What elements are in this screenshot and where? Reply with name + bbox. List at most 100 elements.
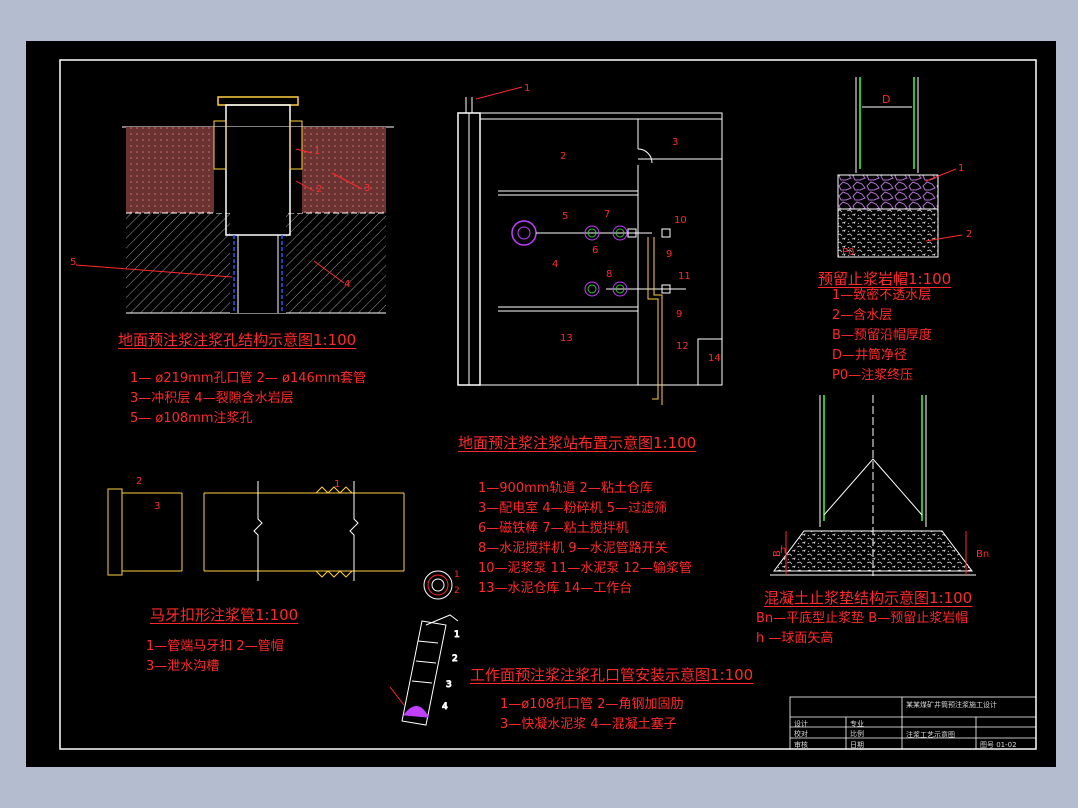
title-block-row-2: 校对 (794, 730, 808, 738)
pipe-ring-figure: 1 2 (423, 570, 460, 600)
title-block-project: 某某煤矿井筒预注浆施工设计 (906, 701, 997, 709)
legend-line: 6—磁铁棒 7—粘土搅拌机 (478, 521, 629, 536)
workface-pipe-figure: 1 2 3 4 (389, 614, 460, 726)
aquifer-2 (837, 208, 939, 258)
callout-station-13: 13 (560, 333, 573, 344)
legend-line: Bn—平底型止浆垫 B—预留止浆岩帽 (756, 611, 969, 626)
title-block (789, 696, 1037, 750)
callout-workface-4: 4 (442, 702, 448, 712)
legend-line: 3—冲积层 4—裂隙含水岩层 (130, 391, 294, 406)
toothed-pipe-figure (107, 481, 405, 581)
callout-station-9b: 9 (676, 309, 682, 320)
legend-line: 1—致密不透水层 (832, 288, 932, 303)
crusher-4 (511, 220, 537, 246)
legend-line: 3—快凝水泥浆 4—混凝土塞子 (500, 717, 677, 732)
legend-line: 8—水泥搅拌机 9—水泥管路开关 (478, 541, 668, 556)
callout-station-14: 14 (708, 353, 721, 364)
callout-workface-3: 3 (446, 680, 452, 690)
legend-line: 1—ø108孔口管 2—角钢加固肋 (500, 697, 684, 712)
station-layout-figure (457, 86, 723, 405)
legend-surface-hole: 1— ø219mm孔口管 2— ø146mm套管 3—冲积层 4—裂隙含水岩层 … (130, 369, 366, 429)
callout-station-3: 3 (672, 137, 678, 148)
clay-mixer-7 (584, 225, 600, 241)
callout-station-2: 2 (560, 151, 566, 162)
title-workface: 工作面预注浆注浆孔口管安装示意图1:100 (470, 666, 754, 684)
legend-line: 2—含水层 (832, 308, 893, 323)
callout-pipe-2: 2 (136, 476, 142, 487)
grout-pipe-12 (647, 237, 659, 400)
casing-146 (213, 120, 227, 170)
title-block-col-2: 比例 (850, 730, 864, 738)
concrete-pad-figure: B h Bn (770, 395, 989, 576)
title-block-row-1: 设计 (794, 720, 808, 728)
callout-surface-4: 4 (344, 279, 350, 290)
callout-station-11: 11 (678, 271, 691, 282)
callout-ring-1: 1 (454, 570, 460, 580)
legend-station: 1—900mm轨道 2—粘土仓库 3—配电室 4—粉碎机 5—过滤筛 6—磁铁棒… (478, 479, 692, 599)
legend-line: 3—泄水沟槽 (146, 659, 220, 674)
callout-pad-B: B (772, 550, 783, 557)
callout-cap-P0: P0 (842, 247, 854, 258)
impermeable-layer-1 (837, 174, 939, 210)
callout-station-7: 7 (604, 209, 610, 220)
legend-line: h —球面矢高 (756, 631, 834, 646)
legend-line: B—预留沿帽厚度 (832, 328, 932, 343)
callout-station-12: 12 (676, 341, 689, 352)
concrete-plug-4 (403, 706, 429, 718)
legend-line: 3—配电室 4—粉碎机 5—过滤筛 (478, 501, 668, 516)
callout-pipe-1: 1 (334, 479, 340, 490)
legend-line: 13—水泥仓库 14—工作台 (478, 581, 633, 596)
title-cap: 预留止浆岩帽1:100 (818, 270, 952, 288)
callout-station-9a: 9 (666, 249, 672, 260)
legend-line: 10—泥浆泵 11—水泥泵 12—输浆管 (478, 561, 692, 576)
title-block-col-3: 日期 (850, 741, 864, 749)
title-surface-hole: 地面预注浆注浆孔结构示意图1:100 (118, 331, 357, 349)
callout-station-6: 6 (592, 245, 598, 256)
cad-drawing: 1 2 3 4 5 (59, 59, 1037, 750)
legend-line: D—井筒净径 (832, 348, 908, 363)
legend-line: 5— ø108mm注浆孔 (130, 411, 253, 426)
callout-pad-h: h (780, 545, 786, 556)
callout-station-4: 4 (552, 259, 558, 270)
callout-workface-2: 2 (452, 654, 458, 664)
title-block-row-3: 审核 (794, 741, 808, 749)
title-station: 地面预注浆注浆站布置示意图1:100 (458, 434, 697, 452)
title-block-subject: 注浆工艺示意图 (906, 731, 955, 739)
callout-pipe-3: 3 (154, 501, 160, 512)
callout-ring-2: 2 (454, 586, 460, 596)
callout-cap-D: D (882, 93, 890, 106)
callout-surface-1: 1 (314, 146, 320, 157)
callout-workface-1: 1 (454, 630, 460, 640)
title-pipe: 马牙扣形注浆管1:100 (150, 606, 299, 624)
rock-cap-figure: D 1 2 P0 (837, 77, 972, 258)
pipe-cap-2 (107, 488, 123, 576)
callout-station-1: 1 (524, 83, 530, 94)
callout-station-5: 5 (562, 211, 568, 222)
legend-workface: 1—ø108孔口管 2—角钢加固肋 3—快凝水泥浆 4—混凝土塞子 (500, 695, 683, 735)
callout-surface-3: 3 (364, 183, 370, 194)
drawing-frame: 1 2 3 4 5 (26, 41, 1056, 767)
cement-mixer-8 (584, 281, 600, 297)
legend-line: 1—900mm轨道 2—粘土仓库 (478, 481, 653, 496)
legend-line: P0—注浆终压 (832, 368, 914, 383)
callout-surface-5: 5 (70, 257, 76, 268)
surface-hole-figure: 1 2 3 4 5 (70, 96, 394, 314)
pipe-callouts: 1 2 3 (136, 476, 340, 512)
callout-station-8: 8 (606, 269, 612, 280)
legend-pipe: 1—管端马牙扣 2—管帽 3—泄水沟槽 (146, 637, 284, 677)
station-callouts: 1 2 3 4 5 6 7 8 9 10 11 9 12 13 14 (524, 83, 721, 364)
callout-surface-2: 2 (316, 184, 322, 195)
orifice-pipe-219 (217, 96, 299, 106)
title-block-drawing-no: 图号 01-02 (980, 741, 1017, 749)
callout-cap-2: 2 (966, 229, 972, 240)
legend-line: 1— ø219mm孔口管 2— ø146mm套管 (130, 371, 367, 386)
legend-concrete-pad: Bn—平底型止浆垫 B—预留止浆岩帽 h —球面矢高 (756, 609, 968, 649)
legend-line: 1—管端马牙扣 2—管帽 (146, 639, 284, 654)
title-concrete-pad: 混凝土止浆垫结构示意图1:100 (764, 589, 973, 607)
callout-station-10: 10 (674, 215, 687, 226)
pad-concrete (773, 530, 973, 572)
callout-pad-Bn: Bn (976, 549, 989, 560)
callout-cap-1: 1 (958, 163, 964, 174)
inner-border (59, 59, 1037, 750)
title-block-col-1: 专业 (850, 720, 864, 728)
